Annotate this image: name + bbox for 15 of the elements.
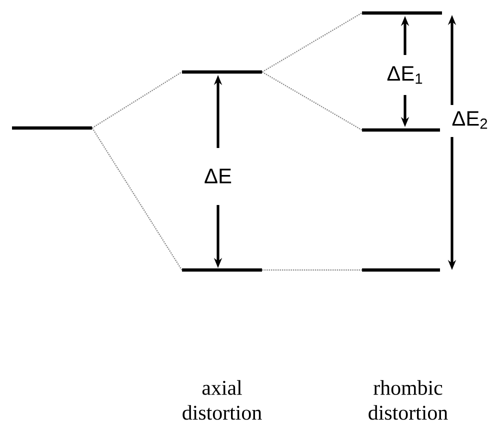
connector-line bbox=[262, 12, 362, 73]
column-label: axial distortion bbox=[182, 380, 262, 420]
energy-level bbox=[182, 70, 262, 74]
energy-gap-label: ΔE$_{2}$ bbox=[452, 111, 488, 129]
energy-level bbox=[362, 128, 440, 132]
connector-line bbox=[92, 128, 182, 270]
energy-gap-label: ΔE bbox=[204, 168, 232, 184]
connector-line bbox=[262, 71, 362, 131]
column-label: rhombic distortion bbox=[368, 380, 448, 420]
connector-line bbox=[92, 71, 182, 128]
connector-line bbox=[262, 269, 362, 271]
energy-level bbox=[362, 11, 442, 15]
energy-level bbox=[362, 268, 440, 272]
energy-level bbox=[12, 126, 92, 130]
energy-gap-label: ΔE$_{1}$ bbox=[387, 66, 422, 84]
